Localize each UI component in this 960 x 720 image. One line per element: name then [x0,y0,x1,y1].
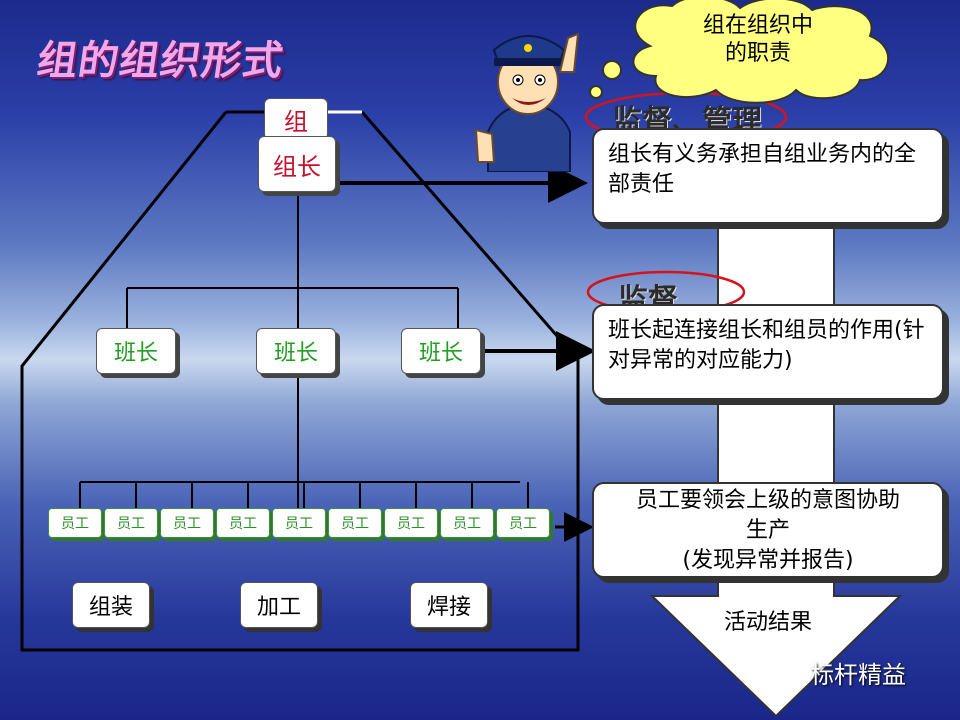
policeman-mascot-icon [474,32,580,172]
process-label: 焊接 [426,595,471,620]
worker-box: 员工 [216,508,270,538]
worker-box: 员工 [496,508,550,538]
worker-box: 员工 [104,508,158,538]
worker-label: 员工 [173,516,201,532]
worker-label: 员工 [341,516,369,532]
foreman-label: 班长 [113,341,158,366]
worker-box: 员工 [160,508,214,538]
cloud-line-2: 的职责 [724,41,791,66]
process-label: 加工 [256,595,301,620]
duty-box-worker: 员工要领会上级的意图协助 生产 (发现异常并报告) [592,482,944,578]
worker-label: 员工 [229,516,257,532]
group-boundary-line [20,111,580,652]
wechat-icon [757,654,799,685]
worker-label: 员工 [453,516,481,532]
worker-label: 员工 [397,516,425,532]
duty-text: 组长有义务承担自组业务内的全部责任 [608,142,917,197]
duty-text-line-3: (发现异常并报告) [682,548,854,573]
worker-box: 员工 [272,508,326,538]
group-label: 组 [284,107,308,136]
worker-box: 员工 [384,508,438,538]
process-box-assembly: 组装 [72,582,150,628]
foreman-box-2: 班长 [256,328,336,374]
worker-label: 员工 [285,516,313,532]
process-box-machining: 加工 [240,582,318,628]
duty-box-foreman: 班长起连接组长和组员的作用(针对异常的对应能力) [592,304,944,400]
page-title: 组的组织形式 [34,37,287,84]
worker-label: 员工 [61,516,89,532]
process-box-welding: 焊接 [410,582,488,628]
group-label-box: 组 [264,98,328,140]
cloud-line-1: 组在组织中 [702,13,813,38]
foreman-label: 班长 [273,341,318,366]
process-label: 组装 [88,595,133,620]
duty-text: 班长起连接组长和组员的作用(针对异常的对应能力) [608,318,925,373]
duty-box-leader: 组长有义务承担自组业务内的全部责任 [592,128,944,224]
duty-text-line-2: 生产 [745,518,790,543]
foreman-label: 班长 [418,341,463,366]
duty-text-line-1: 员工要领会上级的意图协助 [635,488,900,513]
leader-box: 组长 [258,136,336,192]
foreman-box-1: 班长 [96,328,176,374]
worker-label: 员工 [509,516,537,532]
cloud-caption: 组在组织中 的职责 [660,12,856,68]
worker-box: 员工 [440,508,494,538]
foreman-box-3: 班长 [401,328,481,374]
worker-label: 员工 [117,516,145,532]
result-arrow [649,223,903,718]
worker-box: 员工 [328,508,382,538]
leader-label: 组长 [273,152,321,181]
worker-box: 员工 [48,508,102,538]
result-label: 活动结果 [724,610,813,635]
brand-watermark: 标杆精益 [810,661,906,689]
